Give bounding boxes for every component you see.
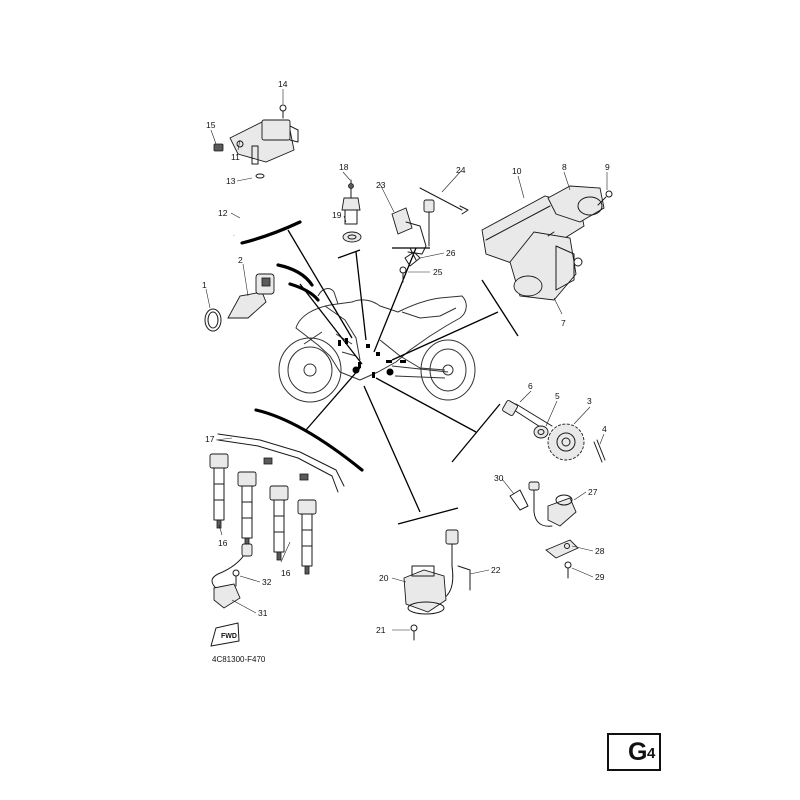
callout-number: 11 (231, 152, 240, 162)
callout-number: 26 (446, 248, 456, 258)
callout-number: 8 (562, 162, 567, 172)
callout-number: 23 (376, 180, 386, 190)
callout-number: 13 (226, 176, 236, 186)
callout-number: 1 (202, 280, 207, 290)
intake-pressure-sensor-group (213, 104, 299, 236)
callout-number: 27 (588, 487, 598, 497)
callout-number: 28 (595, 546, 605, 556)
callout-number: 16 (281, 568, 291, 578)
callout-number: 25 (433, 267, 443, 277)
callout-number: 6 (528, 381, 533, 391)
callout-number: 20 (379, 573, 389, 583)
page-badge: G 4 (607, 733, 661, 771)
callout-number: 22 (491, 565, 501, 575)
callout-number: 19 (332, 210, 342, 220)
speed-sensor-group (509, 481, 579, 579)
temp-sensor-group (341, 179, 362, 243)
callout-number: 24 (456, 165, 466, 175)
callout-number: 9 (605, 162, 610, 172)
callout-number: 18 (339, 162, 349, 172)
forward-arrow-icon: FWD (210, 622, 240, 647)
callout-number: 21 (376, 625, 386, 635)
callout-number: 10 (512, 166, 522, 176)
callout-number: 7 (561, 318, 566, 328)
crank-sensor-group (211, 543, 253, 609)
page-letter: G (628, 738, 648, 766)
callout-number: 17 (205, 434, 215, 444)
drawing-code: 4C81300-F470 (212, 655, 266, 664)
callout-lines (240, 220, 519, 525)
ignition-coil-group (209, 433, 345, 575)
callout-number: 31 (258, 608, 268, 618)
sprocket-group (502, 400, 606, 463)
motorcycle-outline (278, 288, 476, 403)
number-leader-lines (205, 89, 608, 631)
svg-text:FWD: FWD (221, 633, 237, 640)
callout-number: 4 (602, 424, 607, 434)
callout-number: 16 (218, 538, 228, 548)
callout-number: 32 (262, 577, 272, 587)
throttle-body-group (481, 185, 613, 301)
callout-number: 2 (238, 255, 243, 265)
callout-number: 15 (206, 120, 216, 130)
callout-number: 14 (278, 79, 288, 89)
cam-sensor-group (204, 273, 275, 332)
callout-number: 12 (218, 208, 228, 218)
callout-number: 30 (494, 473, 504, 483)
callout-number: 29 (595, 572, 605, 582)
relay-group (403, 529, 471, 641)
part-number-labels: 1 2 3 4 5 6 7 8 9 10 11 12 13 14 15 16 1… (202, 79, 610, 635)
callout-number: 5 (555, 391, 560, 401)
switch-sensor-group (391, 187, 469, 283)
callout-number: 3 (587, 396, 592, 406)
page-number: 4 (647, 745, 656, 762)
